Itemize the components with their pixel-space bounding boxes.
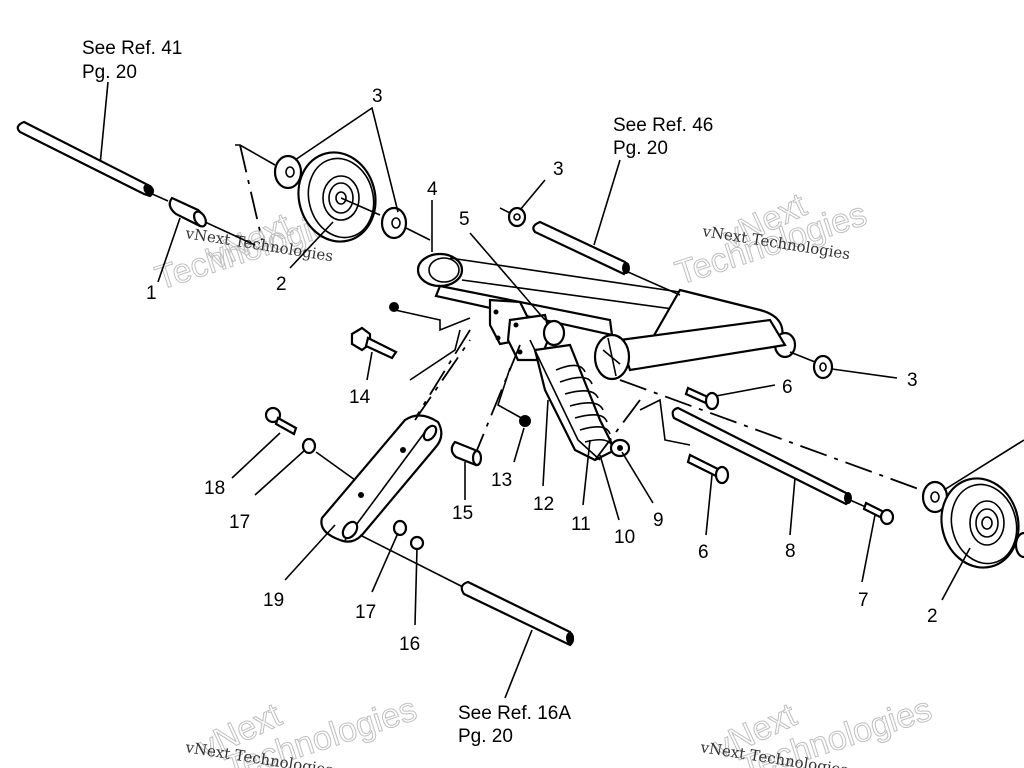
callout-2: 2 [927,606,938,627]
callout-10: 10 [614,527,635,548]
part-12-shock-body [529,339,601,461]
part-8-shaft [671,406,869,509]
leader-line [497,367,526,421]
shaft-ref-46 [499,206,681,296]
part-6-bolt [686,453,730,485]
centerline [414,339,471,421]
centerline [315,451,356,481]
part-13-nut [519,415,531,427]
reference-line1: See Ref. 41 [82,38,182,59]
callout-7: 7 [858,590,869,611]
reference-line1: See Ref. 16A [458,703,571,724]
leader-line [99,81,109,166]
watermark-bottom-right: vNext Technologies vNext Technologies [698,690,936,768]
callout-15: 15 [452,503,473,524]
callout-18: 18 [204,478,225,499]
centerline [407,329,471,431]
part-19-link-arm [320,414,443,543]
callout-labels: 1 2 3 3 4 5 3 6 14 13 12 11 10 9 6 8 7 2… [146,86,938,655]
part-3-washer [789,351,834,380]
centerline [474,344,521,456]
reference-line1: See Ref. 46 [613,115,713,136]
part-18-bolt [264,406,298,436]
part-2-idler-wheel-left [297,151,381,243]
leader-line [394,309,471,332]
part-6-bolt [684,386,720,411]
reference-ref-41: See Ref. 41 Pg. 20 [82,38,182,166]
callout-19: 19 [263,590,284,611]
reference-line2: Pg. 20 [458,726,513,747]
callout-2: 2 [276,274,287,295]
reference-ref-16a: See Ref. 16A Pg. 20 [458,629,571,747]
callout-6: 6 [782,377,793,398]
callout-13: 13 [491,470,512,491]
part-3-washer [273,154,303,190]
callout-3: 3 [553,159,564,180]
reference-ref-46: See Ref. 46 Pg. 20 [593,115,713,246]
part-15-bushing [450,440,483,467]
part-3-washer [380,206,431,241]
callout-6: 6 [698,542,709,563]
watermark-bottom-left: vNext Technologies vNext Technologies [183,690,421,768]
leader-line [504,629,533,699]
part-17-washer [301,437,317,455]
centerline [594,399,641,461]
part-14-bolt [350,326,398,360]
callout-leaders [157,179,971,626]
callout-5: 5 [459,209,470,230]
leader-line [593,159,621,246]
callout-16: 16 [399,634,420,655]
callout-17: 17 [355,602,376,623]
part-17-washer [392,519,408,537]
callout-12: 12 [533,494,554,515]
leader-line [639,398,691,446]
callout-3: 3 [907,370,918,391]
callout-8: 8 [785,541,796,562]
watermark-top-right: vNext Technologies vNext Technologies [670,185,872,293]
centerline [239,144,263,241]
leader-line [409,329,461,381]
part-1-bushing [168,196,256,246]
callout-3: 3 [372,86,383,107]
centerline [359,534,466,589]
callout-17: 17 [229,512,250,533]
reference-line2: Pg. 20 [613,138,668,159]
shaft-ref-41 [16,120,169,202]
centerline [619,379,936,496]
shaft-ref-16a [460,580,575,647]
part-nut-small [389,302,399,312]
reference-line2: Pg. 20 [82,62,137,83]
part-11-shock-spring [533,343,631,462]
callout-4: 4 [427,179,438,200]
callout-11: 11 [571,514,591,535]
part-4-rail-frame [416,252,797,381]
part-2-idler-wheel-right [921,439,1024,569]
callout-9: 9 [653,510,664,531]
callout-14: 14 [349,387,371,408]
leader-line [294,106,399,213]
part-7-bolt [862,501,895,526]
callout-1: 1 [146,283,157,304]
part-16-nut [409,535,425,551]
